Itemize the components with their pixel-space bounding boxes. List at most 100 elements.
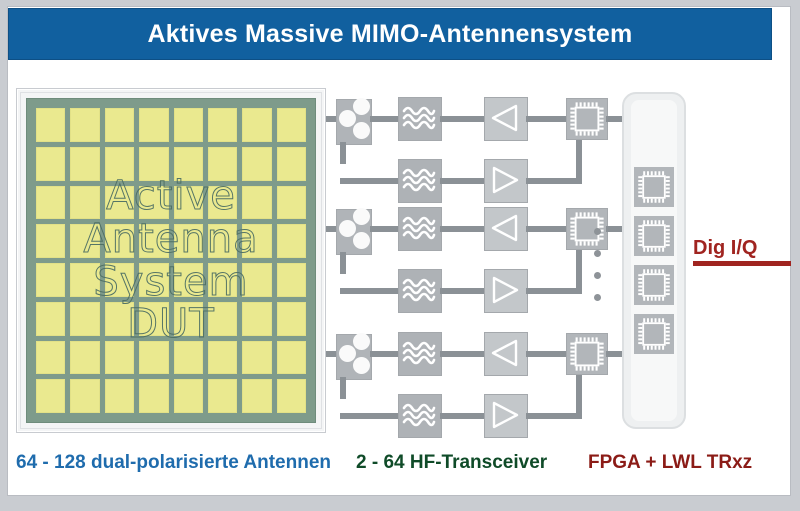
signal-wire xyxy=(340,252,346,274)
antenna-patch xyxy=(139,224,169,258)
transceiver-ic-1 xyxy=(566,98,608,140)
antenna-patch xyxy=(104,224,135,258)
antenna-board: Active Antenna System DUT xyxy=(26,98,316,423)
antenna-patch xyxy=(139,263,169,297)
signal-wire xyxy=(576,140,582,184)
rf-chain xyxy=(326,198,632,313)
antenna-patch xyxy=(104,301,135,336)
signal-wire xyxy=(526,413,582,419)
antenna-patch xyxy=(139,185,169,220)
antenna-patch xyxy=(36,108,66,142)
continuation-dot xyxy=(594,294,601,301)
switch-node-icon xyxy=(339,345,356,362)
antenna-patch xyxy=(276,108,306,142)
antenna-patch xyxy=(242,185,272,220)
caption-transceivers: 2 - 64 HF-Transceiver xyxy=(356,452,548,473)
antenna-patch xyxy=(70,379,100,413)
switch-node-icon xyxy=(353,122,370,139)
fpga-chip xyxy=(634,216,674,256)
rf-chain xyxy=(326,88,632,203)
rx-filter-1 xyxy=(398,97,442,141)
signal-wire xyxy=(606,226,632,232)
antenna-patch xyxy=(173,146,203,181)
antenna-patch xyxy=(173,224,203,258)
signal-wire xyxy=(440,226,486,232)
tx-filter-2 xyxy=(398,269,442,313)
antenna-patch xyxy=(104,185,135,220)
antenna-patch xyxy=(276,224,306,258)
signal-wire xyxy=(526,288,582,294)
switch-node-icon xyxy=(339,110,356,127)
switch-node-icon xyxy=(353,357,370,374)
antenna-array-panel: Active Antenna System DUT xyxy=(16,88,326,433)
antenna-patch xyxy=(207,108,238,142)
signal-wire xyxy=(526,178,582,184)
continuation-dot xyxy=(594,272,601,279)
antenna-patch xyxy=(242,263,272,297)
switch-node-icon xyxy=(339,220,356,237)
caption-antennas: 64 - 128 dual-polarisierte Antennen xyxy=(16,452,331,473)
antenna-patch xyxy=(173,108,203,142)
rf-transceiver-chains xyxy=(326,80,632,440)
signal-wire xyxy=(440,413,486,419)
rx-amplifier-1 xyxy=(484,97,528,141)
signal-wire xyxy=(576,250,582,294)
antenna-patch xyxy=(36,224,66,258)
duplexer-switch-1 xyxy=(336,98,372,145)
antenna-patch xyxy=(173,379,203,413)
duplexer-switch-3 xyxy=(336,333,372,380)
antenna-patch xyxy=(242,340,272,375)
antenna-patch xyxy=(207,340,238,375)
antenna-patch xyxy=(70,301,100,336)
transceiver-ic-2 xyxy=(566,208,608,250)
tx-filter-3 xyxy=(398,394,442,438)
antenna-patch xyxy=(70,263,100,297)
switch-node-icon xyxy=(353,232,370,249)
signal-wire xyxy=(440,116,486,122)
antenna-patch xyxy=(70,224,100,258)
rx-amplifier-2 xyxy=(484,207,528,251)
antenna-patch xyxy=(36,263,66,297)
rx-amplifier-3 xyxy=(484,332,528,376)
antenna-patch xyxy=(36,185,66,220)
antenna-patch xyxy=(207,146,238,181)
antenna-patch xyxy=(139,301,169,336)
signal-wire xyxy=(370,226,400,232)
antenna-patch xyxy=(173,263,203,297)
antenna-patch xyxy=(104,146,135,181)
antenna-patch-grid xyxy=(27,99,315,422)
signal-wire xyxy=(606,351,632,357)
antenna-patch xyxy=(276,379,306,413)
switch-node-icon xyxy=(353,98,370,115)
signal-wire xyxy=(576,375,582,419)
antenna-patch xyxy=(173,185,203,220)
antenna-patch xyxy=(242,379,272,413)
signal-wire xyxy=(340,413,400,419)
signal-wire xyxy=(526,351,568,357)
signal-wire xyxy=(440,288,486,294)
duplexer-switch-2 xyxy=(336,208,372,255)
tx-amplifier-1 xyxy=(484,159,528,203)
caption-fpga: FPGA + LWL TRxz xyxy=(588,452,753,473)
dig-iq-annotation: Dig I/Q xyxy=(693,237,791,266)
continuation-dot xyxy=(594,228,601,235)
antenna-patch xyxy=(104,263,135,297)
antenna-patch xyxy=(139,146,169,181)
antenna-patch xyxy=(242,224,272,258)
antenna-patch xyxy=(36,301,66,336)
antenna-patch xyxy=(104,108,135,142)
rx-filter-2 xyxy=(398,207,442,251)
antenna-patch xyxy=(242,301,272,336)
signal-wire xyxy=(370,351,400,357)
antenna-patch xyxy=(139,108,169,142)
tx-filter-1 xyxy=(398,159,442,203)
signal-wire xyxy=(340,288,400,294)
antenna-patch xyxy=(36,146,66,181)
antenna-patch xyxy=(70,340,100,375)
continuation-dots xyxy=(594,228,601,301)
caption-row: 64 - 128 dual-polarisierte Antennen 2 - … xyxy=(8,452,776,486)
antenna-patch xyxy=(276,340,306,375)
antenna-patch xyxy=(207,379,238,413)
fpga-chip xyxy=(634,314,674,354)
